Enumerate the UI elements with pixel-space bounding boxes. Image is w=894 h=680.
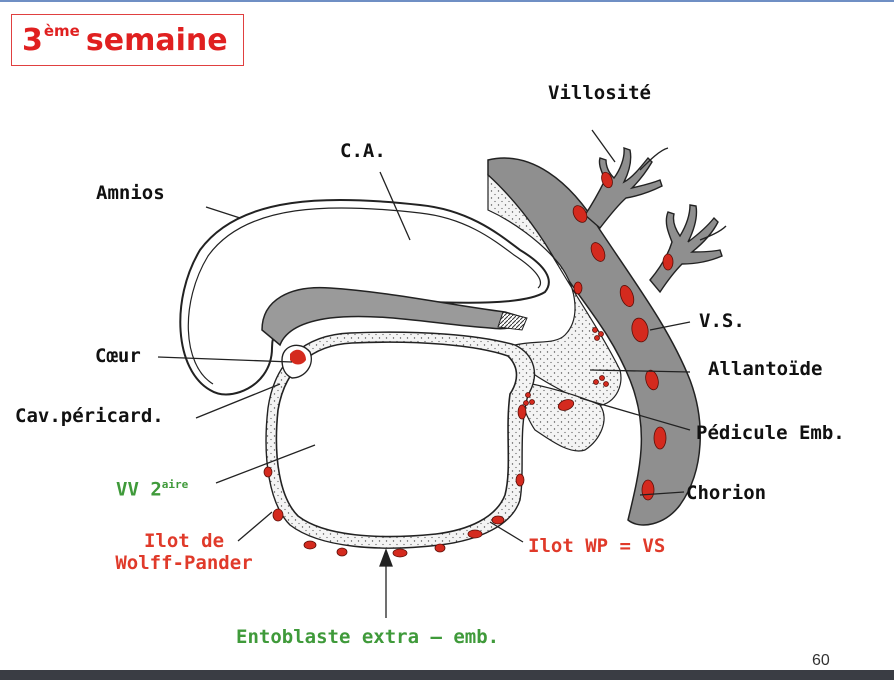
embryonic-disc <box>261 286 528 347</box>
leader-lines <box>157 129 691 618</box>
title-box <box>11 14 244 66</box>
yolk-sac <box>265 331 536 549</box>
label-vv: VV 2aire <box>116 478 189 501</box>
label-amnios: Amnios <box>96 182 165 204</box>
label-entoblaste: Entoblaste extra – emb. <box>236 626 500 648</box>
blood-islands <box>263 171 674 558</box>
label-ca: C.A. <box>340 140 386 162</box>
label-villosite: Villosité <box>548 82 651 104</box>
page-number: 60 <box>812 652 830 669</box>
label-vs: V.S. <box>699 310 745 332</box>
label-ilot-vs: Ilot WP = VS <box>528 535 666 557</box>
top-border-line <box>0 0 894 2</box>
label-allantoide: Allantoïde <box>708 358 823 380</box>
label-pedicule: Pédicule Emb. <box>696 422 845 444</box>
heart-region <box>281 344 312 379</box>
label-coeur: Cœur <box>95 345 141 367</box>
label-cav-pericard: Cav.péricard. <box>15 405 164 427</box>
bottom-bar <box>0 670 894 680</box>
label-chorion: Chorion <box>686 482 767 504</box>
